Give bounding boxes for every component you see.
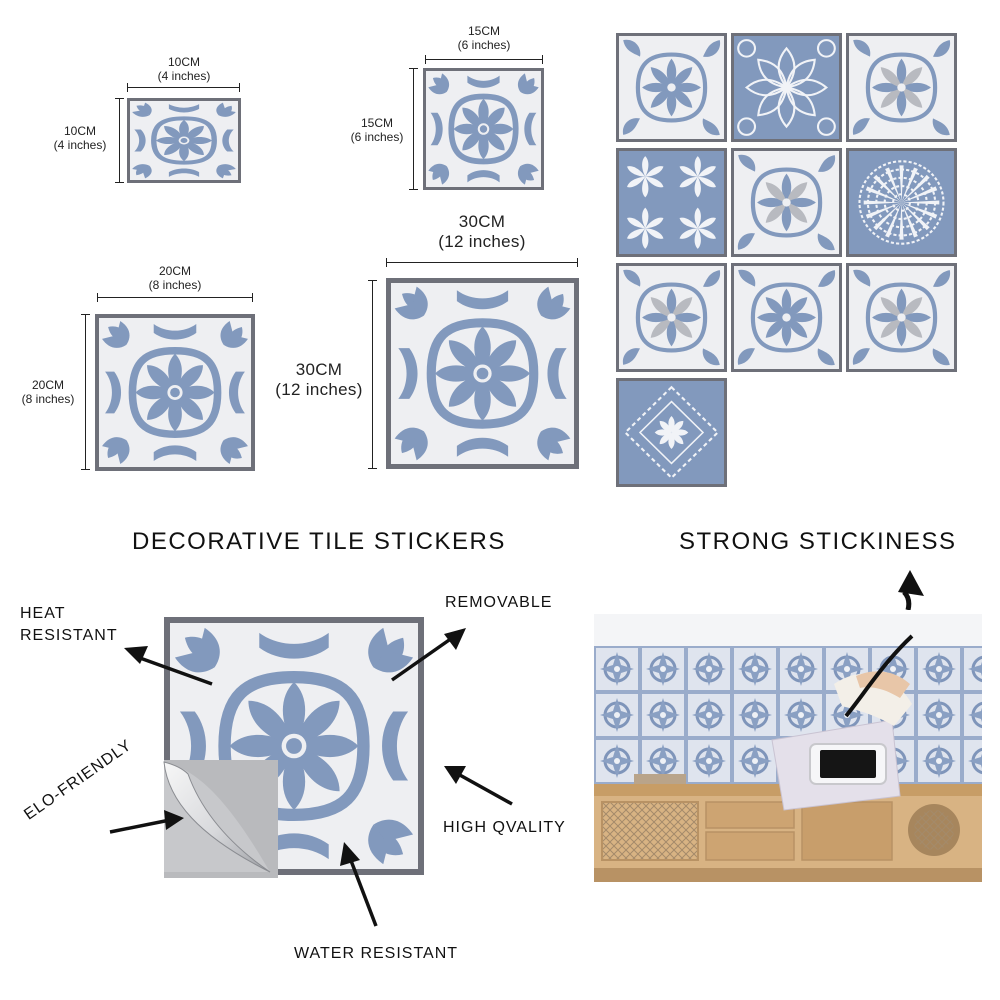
swatch-pattern-mandala: [849, 151, 954, 254]
width-inches-30: (12 inches): [438, 232, 526, 251]
swatch-pattern-scroll-petal: [619, 266, 724, 369]
height-rule-30cm: [368, 280, 377, 469]
height-cm-20: 20CM: [31, 378, 64, 392]
room-photo: [594, 614, 982, 882]
swatch-5: [731, 148, 842, 257]
width-cm-15: 15CM: [467, 24, 500, 38]
heading-decorative-tile-stickers: DECORATIVE TILE STICKERS: [132, 528, 506, 555]
feature-water-resistant: WATER RESISTANT: [294, 945, 459, 962]
width-inches-10: (4 inches): [157, 69, 211, 83]
height-label-15cm: 15CM (6 inches): [340, 116, 414, 144]
arrow-heat-resistant: [139, 656, 213, 686]
width-rule-20cm: [97, 293, 253, 302]
arrow-eco-friendly: [109, 818, 171, 834]
swatch-2: [731, 33, 842, 142]
swatch-pattern-filigree: [734, 36, 839, 139]
swatch-7: [616, 263, 727, 372]
swatch-1: [616, 33, 727, 142]
tile-pattern: [130, 101, 238, 180]
tile-pattern: [99, 318, 251, 467]
height-label-30cm: 30CM (12 inches): [268, 360, 370, 400]
heading-strong-stickiness: STRONG STICKINESS: [679, 528, 957, 555]
height-rule-20cm: [81, 314, 90, 470]
height-label-20cm: 20CM (8 inches): [12, 378, 84, 406]
pattern-swatch-grid: [614, 31, 959, 489]
feature-heat-line1: HEAT: [20, 605, 66, 622]
height-inches-20: (8 inches): [21, 392, 75, 406]
width-label-30cm: 30CM (12 inches): [386, 212, 578, 252]
peeling-corner: [163, 760, 278, 878]
width-cm-30: 30CM: [458, 212, 506, 231]
width-rule-15cm: [425, 55, 543, 64]
width-inches-20: (8 inches): [148, 278, 202, 292]
height-cm-30: 30CM: [295, 360, 343, 379]
arrow-water-resistant: [348, 857, 378, 927]
arrow-removable: [390, 636, 454, 682]
swatch-4: [616, 148, 727, 257]
tile-15cm: [423, 68, 544, 190]
height-inches-15: (6 inches): [350, 130, 404, 144]
swatch-10: [616, 378, 727, 487]
feature-high-quality: HIGH QVALITY: [443, 819, 566, 836]
swatch-3: [846, 33, 957, 142]
swatch-6: [846, 148, 957, 257]
width-label-10cm: 10CM (4 inches): [128, 55, 240, 83]
width-label-20cm: 20CM (8 inches): [97, 264, 253, 292]
swatch-pattern-floral-cross: [619, 36, 724, 139]
width-inches-15: (6 inches): [457, 38, 511, 52]
height-inches-30: (12 inches): [275, 380, 363, 399]
height-cm-10: 10CM: [63, 124, 96, 138]
swatch-pattern-grid-lace: [734, 266, 839, 369]
stickiness-arrow-head: [898, 570, 924, 610]
swatch-pattern-lattice-diamond: [619, 381, 724, 484]
arrow-high-quality: [457, 772, 513, 806]
tile-pattern: [391, 283, 574, 464]
tile-pattern: [426, 71, 541, 187]
feature-heat-line2: RESISTANT: [20, 627, 118, 644]
width-cm-20: 20CM: [158, 264, 191, 278]
tile-10cm: [127, 98, 241, 183]
tile-20cm: [95, 314, 255, 471]
swatch-8: [731, 263, 842, 372]
height-rule-10cm: [115, 98, 124, 183]
height-label-10cm: 10CM (4 inches): [44, 124, 116, 152]
swatch-9: [846, 263, 957, 372]
swatch-pattern-scroll-grey: [849, 36, 954, 139]
width-rule-10cm: [127, 83, 240, 92]
feature-heat-resistant: HEAT RESISTANT: [20, 603, 118, 647]
height-inches-10: (4 inches): [53, 138, 107, 152]
width-label-15cm: 15CM (6 inches): [425, 24, 543, 52]
feature-removable: REMOVABLE: [445, 594, 553, 611]
width-cm-10: 10CM: [167, 55, 200, 69]
width-rule-30cm: [386, 258, 578, 267]
swatch-pattern-bold-petal: [849, 266, 954, 369]
height-cm-15: 15CM: [360, 116, 393, 130]
height-rule-15cm: [409, 68, 418, 190]
swatch-pattern-quad-flower: [619, 151, 724, 254]
swatch-pattern-scroll-frame: [734, 151, 839, 254]
tile-30cm: [386, 278, 579, 469]
feature-arrows: [109, 628, 513, 927]
